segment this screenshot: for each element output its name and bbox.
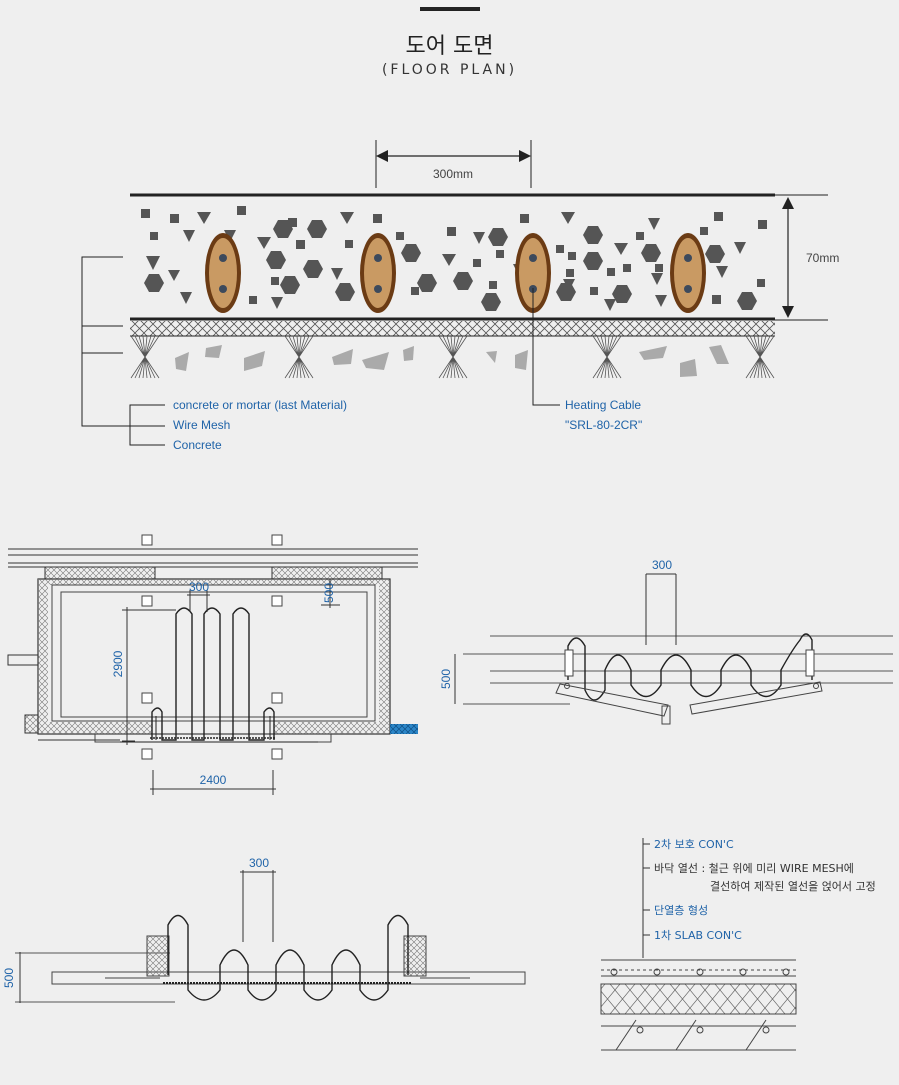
- legend-wire-mesh: Wire Mesh: [173, 418, 230, 432]
- plan-depth-label: 500: [322, 583, 336, 603]
- section-spacing-label: 300mm: [433, 167, 473, 181]
- cable-label: Heating Cable: [565, 398, 641, 412]
- layer-3: 단열층 형성: [654, 904, 708, 917]
- detail-bottom: 500 300: [2, 856, 526, 1003]
- layer-4: 1차 SLAB CON'C: [654, 929, 742, 942]
- legend-mortar: concrete or mortar (last Material): [173, 398, 347, 412]
- page-subtitle: (FLOOR PLAN): [381, 62, 518, 78]
- right-depth-label: 500: [439, 669, 453, 689]
- plan-width-label: 2400: [200, 773, 227, 787]
- floor-section: 300mm 70mm: [81, 140, 839, 452]
- legend-concrete: Concrete: [173, 438, 222, 452]
- header-bar: [420, 7, 480, 11]
- bottom-depth-label: 500: [2, 968, 16, 988]
- section-height-label: 70mm: [806, 251, 839, 265]
- plan-height-label: 2900: [111, 650, 125, 677]
- layer-detail: 2차 보호 CON'C 바닥 열선 : 철근 위에 미리 WIRE MESH에 …: [600, 838, 876, 1051]
- right-spacing-label: 300: [652, 558, 672, 572]
- page-title: 도어 도면: [405, 34, 494, 59]
- detail-right: 500 300: [439, 558, 893, 725]
- door-plan: 300 500 2900 2400: [7, 534, 418, 795]
- bottom-spacing-label: 300: [249, 856, 269, 870]
- layer-2a: 바닥 열선 : 철근 위에 미리 WIRE MESH에: [654, 862, 854, 875]
- layer-2b: 결선하여 제작된 열선을 얹어서 고정: [710, 879, 876, 893]
- cable-model: "SRL-80-2CR": [565, 418, 642, 432]
- layer-1: 2차 보호 CON'C: [654, 838, 734, 851]
- plan-spacing-label: 300: [189, 580, 209, 594]
